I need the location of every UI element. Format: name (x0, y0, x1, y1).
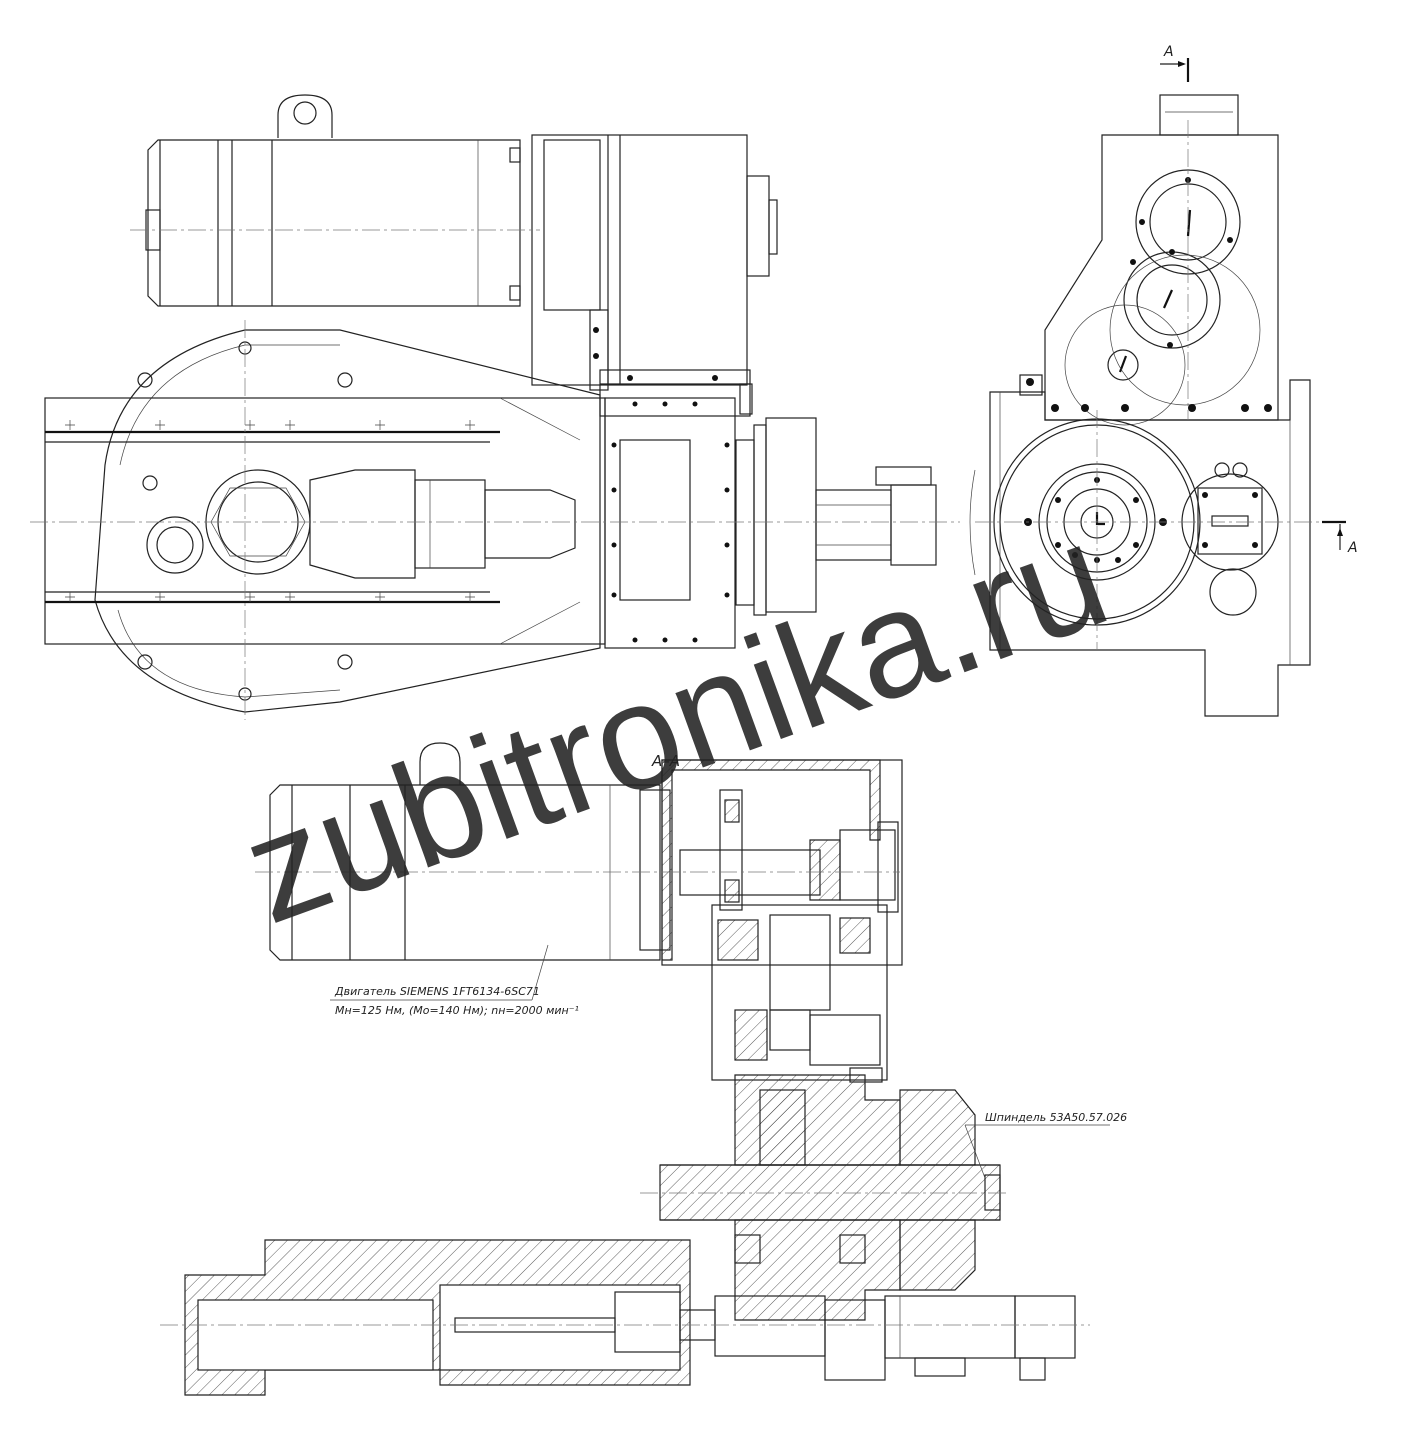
watermark: zubitronika.ru (223, 489, 1127, 955)
section-mark-a-right: A (1347, 540, 1358, 556)
section-mark-a-top: A (1163, 44, 1174, 60)
motor-callout-line1: Двигатель SIEMENS 1FT6134-6SC71 (334, 985, 540, 998)
plan-view (30, 94, 960, 720)
motor-callout-line2: Мн=125 Нм, (Мо=140 Нм); nн=2000 мин⁻¹ (335, 1004, 579, 1017)
spindle-callout: Шпиндель 53А50.57.026 (985, 1111, 1127, 1124)
end-view: A (969, 44, 1358, 717)
section-view-a-a: A–A (160, 742, 1127, 1396)
